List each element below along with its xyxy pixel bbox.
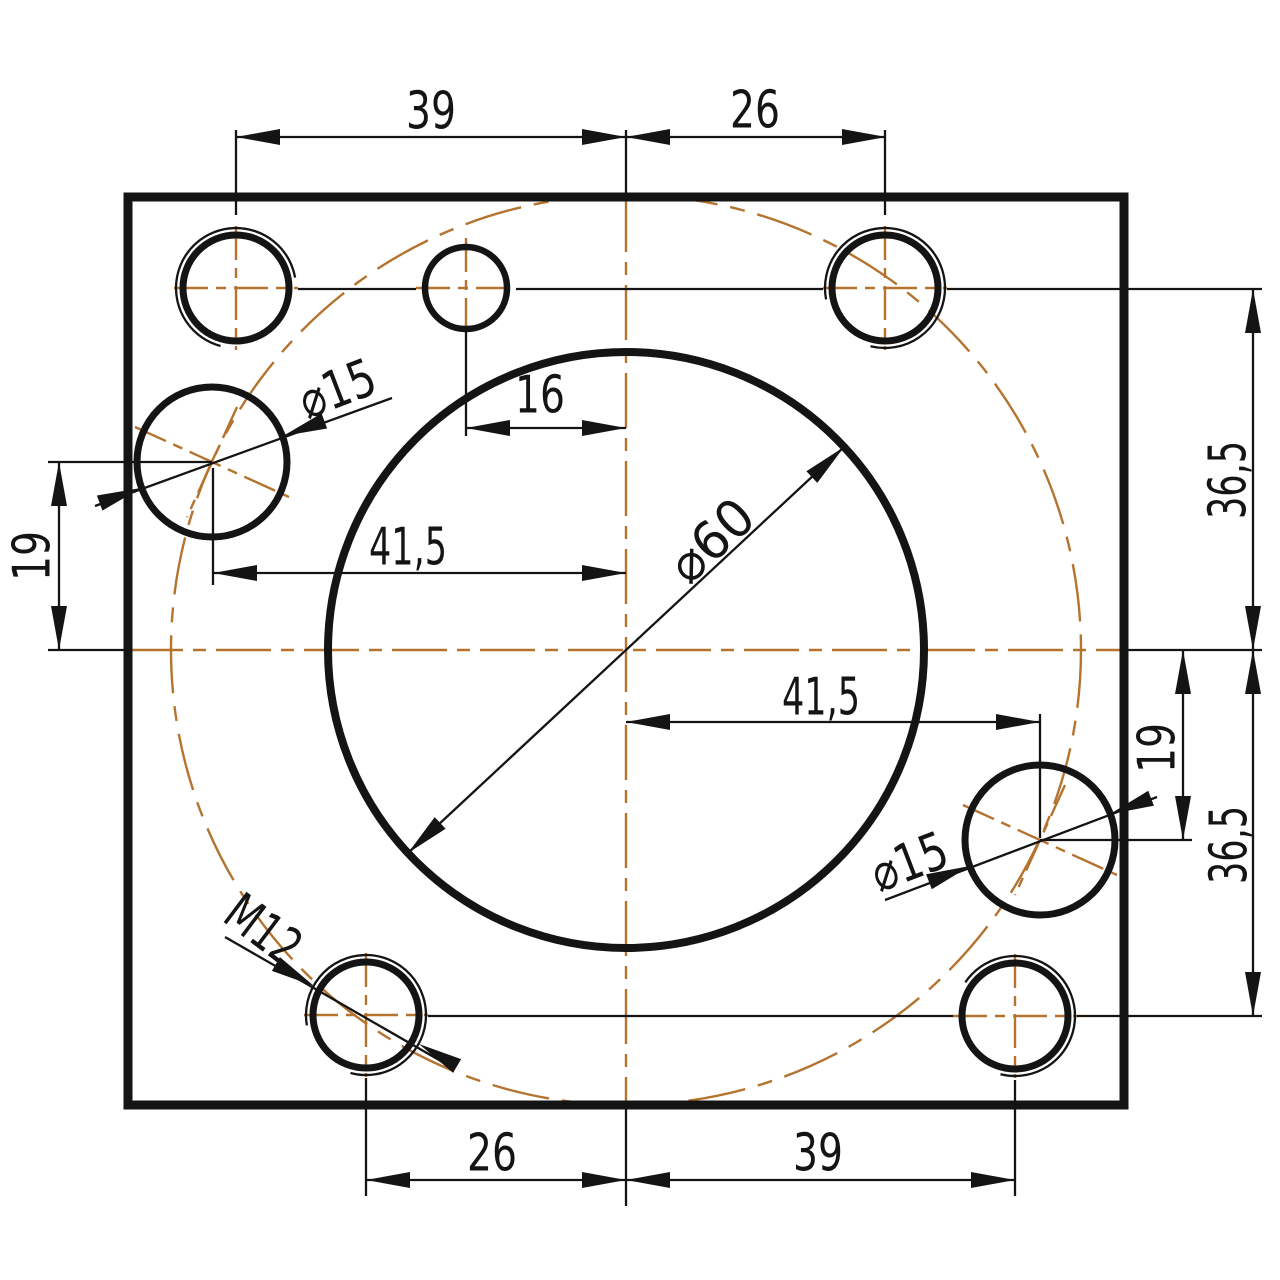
leader-15-left-arrowhead bbox=[283, 413, 328, 436]
dim-label-39-top: 39 bbox=[406, 82, 456, 142]
center-bore-circle bbox=[324, 348, 928, 952]
hole-right-15 bbox=[961, 761, 1119, 919]
hole-bottom-left-tap bbox=[309, 958, 423, 1072]
dim-label-39-bottom: 39 bbox=[793, 1124, 843, 1184]
hole-left-15 bbox=[133, 383, 291, 541]
dim-39-top-arrowhead bbox=[236, 129, 280, 145]
dim-415-right-arrowhead bbox=[626, 714, 670, 730]
dim-415-left-arrowhead bbox=[582, 565, 626, 581]
dim-label-19-right: 19 bbox=[1128, 723, 1188, 773]
dim-19-right-arrowhead bbox=[1175, 650, 1191, 694]
leader-m12-arrowhead bbox=[271, 957, 314, 986]
dim-26-top-arrowhead bbox=[842, 129, 886, 145]
dim-label-26-bottom: 26 bbox=[467, 1124, 517, 1184]
hole-top-left-tap bbox=[179, 231, 293, 345]
thread-arc-bottom-left bbox=[304, 953, 428, 1077]
dim-26-top-arrowhead bbox=[626, 129, 670, 145]
plate-outline bbox=[123, 192, 1129, 1110]
dim-16-arrowhead bbox=[466, 420, 510, 436]
dim-label-15-left: ⌀15 bbox=[290, 348, 384, 432]
dim-label-41-5-left: 41,5 bbox=[369, 518, 447, 578]
dim-label-16: 16 bbox=[515, 366, 565, 426]
dim-39-bottom-arrowhead bbox=[626, 1172, 670, 1188]
dim-label-26-top: 26 bbox=[730, 81, 780, 141]
dim-label-60: ⌀60 bbox=[657, 487, 767, 596]
dim-60-diagonal bbox=[407, 446, 845, 854]
dim-label-15-right: ⌀15 bbox=[862, 821, 956, 905]
dim-label-41-5-right: 41,5 bbox=[782, 668, 860, 728]
hole-top-center-small bbox=[421, 243, 511, 333]
dim-label-36-5-top-right: 36,5 bbox=[1199, 441, 1259, 519]
dim-19-right-arrowhead bbox=[1175, 796, 1191, 840]
hole-bottom-right-tap bbox=[958, 959, 1072, 1073]
dim-60-diagonal-arrowhead bbox=[806, 447, 844, 483]
dim-19-left-arrowhead bbox=[51, 462, 67, 506]
dim-365-bottom-right-arrowhead bbox=[1245, 650, 1261, 694]
leader-m12 bbox=[224, 936, 454, 1069]
hole-top-right-tap bbox=[828, 231, 942, 345]
dim-label-36-5-bottom-right: 36,5 bbox=[1200, 806, 1260, 884]
dim-365-top-right-arrowhead bbox=[1245, 289, 1261, 333]
leader-15-left-arrowhead bbox=[96, 488, 141, 511]
dim-365-top-right-arrowhead bbox=[1245, 606, 1261, 650]
thread-arc-top-left bbox=[174, 226, 297, 348]
leader-15-right-arrowhead bbox=[1110, 790, 1154, 814]
thread-arc-bottom-right bbox=[964, 954, 1077, 1078]
dim-26-bottom-arrowhead bbox=[582, 1172, 626, 1188]
dim-415-left-arrowhead bbox=[213, 565, 257, 581]
thread-label-m12: M12 bbox=[213, 882, 313, 978]
dim-19-left-arrowhead bbox=[51, 606, 67, 650]
dim-415-right-arrowhead bbox=[996, 714, 1040, 730]
leader-m12-arrowhead bbox=[419, 1044, 462, 1073]
dim-16-arrowhead bbox=[582, 420, 626, 436]
dim-60-diagonal-arrowhead bbox=[408, 817, 446, 853]
dim-39-bottom-arrowhead bbox=[971, 1172, 1015, 1188]
dim-26-bottom-arrowhead bbox=[366, 1172, 410, 1188]
dim-39-top-arrowhead bbox=[582, 129, 626, 145]
dim-365-bottom-right-arrowhead bbox=[1245, 972, 1261, 1016]
dim-label-19-left: 19 bbox=[3, 531, 63, 581]
leader-15-right-arrowhead bbox=[926, 866, 970, 890]
thread-arc-top-right bbox=[823, 226, 947, 350]
